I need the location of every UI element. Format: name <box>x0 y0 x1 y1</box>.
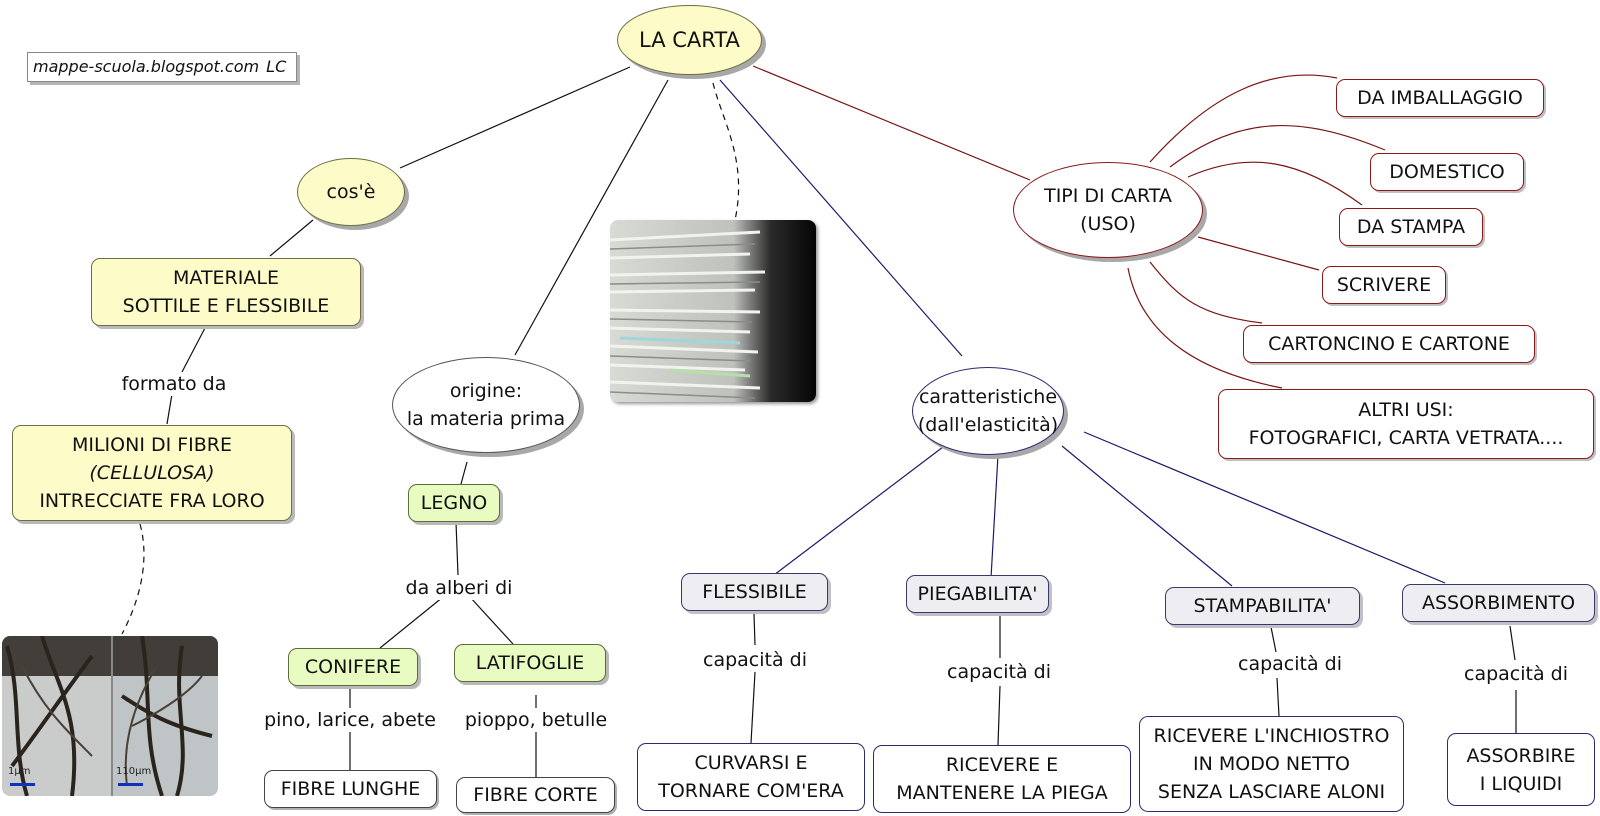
origine-node[interactable]: origine: la materia prima <box>392 357 580 453</box>
capacity-piega-line-1: RICEVERE E <box>945 754 1059 776</box>
micro-scale-left: 1µm <box>8 766 31 777</box>
link-formato-da: formato da <box>119 372 229 396</box>
trait-stampabilita-label: STAMPABILITA' <box>1193 595 1332 617</box>
cellulose-fibres-micrograph: 1µm 110µm <box>2 636 218 796</box>
fibre-line-3: INTRECCIATE FRA LORO <box>39 490 265 512</box>
tipi-line-2: (USO) <box>1080 213 1136 235</box>
paper-stack-photo <box>610 220 816 402</box>
conifere-node[interactable]: CONIFERE <box>288 648 418 686</box>
root-label: LA CARTA <box>639 28 740 52</box>
trait-stampabilita-node[interactable]: STAMPABILITA' <box>1165 587 1360 625</box>
fibre-line-1: MILIONI DI FIBRE <box>71 434 233 456</box>
tipi-line-1: TIPI DI CARTA <box>1044 185 1172 207</box>
capacity-inchiostro-line-2: IN MODO NETTO <box>1193 753 1350 775</box>
definition-line-2: SOTTILE E FLESSIBILE <box>122 295 330 317</box>
capacity-curvarsi-node[interactable]: CURVARSI E TORNARE COM'ERA <box>637 743 865 811</box>
origine-line-2: la materia prima <box>406 408 566 430</box>
capacity-curvarsi-line-1: CURVARSI E <box>694 752 808 774</box>
link-capacita-piegabilita: capacità di <box>945 660 1053 684</box>
capacity-inchiostro-line-1: RICEVERE L'INCHIOSTRO <box>1153 725 1390 747</box>
capacity-inchiostro-node[interactable]: RICEVERE L'INCHIOSTRO IN MODO NETTO SENZ… <box>1139 716 1404 812</box>
tipo-altri-usi-node[interactable]: ALTRI USI: FOTOGRAFICI, CARTA VETRATA...… <box>1218 389 1594 459</box>
fibre-corte-label: FIBRE CORTE <box>473 784 598 806</box>
tipo-altri-usi-line-1: ALTRI USI: <box>1358 399 1454 421</box>
capacity-inchiostro-line-3: SENZA LASCIARE ALONI <box>1157 781 1386 803</box>
tipo-imballaggio-node[interactable]: DA IMBALLAGGIO <box>1336 79 1544 117</box>
conifere-label: CONIFERE <box>304 656 402 678</box>
fibre-lunghe-node[interactable]: FIBRE LUNGHE <box>264 770 437 808</box>
root-node-la-carta[interactable]: LA CARTA <box>617 5 762 75</box>
capacity-curvarsi-line-2: TORNARE COM'ERA <box>658 780 844 802</box>
link-capacita-assorbimento: capacità di <box>1462 662 1570 686</box>
tipo-domestico-node[interactable]: DOMESTICO <box>1370 153 1524 191</box>
trait-assorbimento-node[interactable]: ASSORBIMENTO <box>1402 584 1595 622</box>
trait-assorbimento-label: ASSORBIMENTO <box>1421 592 1576 614</box>
capacity-liquidi-line-1: ASSORBIRE <box>1466 744 1576 767</box>
fibre-lunghe-label: FIBRE LUNGHE <box>280 778 421 800</box>
capacity-liquidi-line-2: I LIQUIDI <box>1479 772 1563 795</box>
tipo-stampa-label: DA STAMPA <box>1356 216 1466 238</box>
definition-line-1: MATERIALE <box>173 267 279 289</box>
definition-node[interactable]: MATERIALE SOTTILE E FLESSIBILE <box>91 258 361 326</box>
trait-flessibile-node[interactable]: FLESSIBILE <box>681 573 828 611</box>
capacity-liquidi-node[interactable]: ASSORBIRE I LIQUIDI <box>1447 733 1595 806</box>
caratteristiche-node[interactable]: caratteristiche (dall'elasticità) <box>912 367 1064 455</box>
conifere-examples: pino, larice, abete <box>262 708 438 732</box>
latifoglie-label: LATIFOGLIE <box>475 652 585 674</box>
tipo-imballaggio-label: DA IMBALLAGGIO <box>1357 87 1523 109</box>
source-credit: mappe-scuola.blogspot.com LC <box>27 52 297 82</box>
tipo-scrivere-label: SCRIVERE <box>1336 274 1432 296</box>
capacity-piega-node[interactable]: RICEVERE E MANTENERE LA PIEGA <box>873 745 1131 813</box>
caratteristiche-line-2: (dall'elasticità) <box>917 414 1059 436</box>
tipi-node[interactable]: TIPI DI CARTA (USO) <box>1013 162 1203 258</box>
fibre-corte-node[interactable]: FIBRE CORTE <box>456 777 615 813</box>
cos-e-label: cos'è <box>326 181 376 203</box>
tipo-stampa-node[interactable]: DA STAMPA <box>1339 208 1483 246</box>
fibre-line-2: (CELLULOSA) <box>89 462 215 484</box>
trait-piegabilita-node[interactable]: PIEGABILITA' <box>906 575 1049 613</box>
legno-node[interactable]: LEGNO <box>408 484 500 522</box>
tipo-altri-usi-line-2: FOTOGRAFICI, CARTA VETRATA.... <box>1248 427 1564 449</box>
legno-label: LEGNO <box>420 492 488 514</box>
trait-piegabilita-label: PIEGABILITA' <box>917 583 1038 605</box>
cos-e-node[interactable]: cos'è <box>297 158 405 226</box>
capacity-piega-line-2: MANTENERE LA PIEGA <box>896 782 1108 804</box>
fibre-node[interactable]: MILIONI DI FIBRE (CELLULOSA) INTRECCIATE… <box>12 425 292 521</box>
trait-flessibile-label: FLESSIBILE <box>702 581 807 603</box>
tipo-cartoncino-label: CARTONCINO E CARTONE <box>1268 333 1510 355</box>
link-da-alberi-di: da alberi di <box>403 576 515 600</box>
tipo-cartoncino-node[interactable]: CARTONCINO E CARTONE <box>1243 325 1535 363</box>
link-capacita-flessibile: capacità di <box>701 648 809 672</box>
micro-scale-right: 110µm <box>116 766 152 777</box>
caratteristiche-line-1: caratteristiche <box>918 386 1058 408</box>
tipo-domestico-label: DOMESTICO <box>1389 161 1505 183</box>
link-capacita-stampabilita: capacità di <box>1236 652 1344 676</box>
origine-line-1: origine: <box>449 380 523 402</box>
latifoglie-node[interactable]: LATIFOGLIE <box>454 644 606 682</box>
tipo-scrivere-node[interactable]: SCRIVERE <box>1322 266 1446 304</box>
latifoglie-examples: pioppo, betulle <box>462 708 610 732</box>
